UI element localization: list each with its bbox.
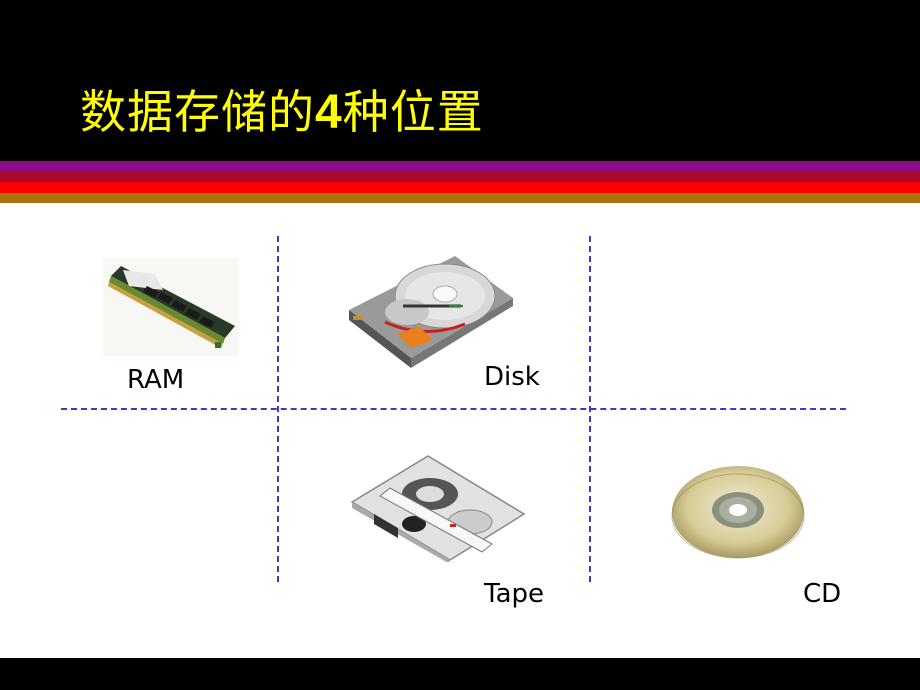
ram-module-icon — [103, 258, 239, 356]
slide-footer — [0, 658, 920, 690]
tape-label: Tape — [484, 579, 545, 609]
title-suffix: 种位置 — [342, 85, 484, 139]
ram-label: RAM — [127, 365, 185, 395]
hard-disk-icon — [349, 256, 513, 368]
stripe-purple — [0, 161, 920, 172]
tape-cartridge-icon — [350, 455, 526, 562]
stripe-dark-red — [0, 172, 920, 182]
disk-label: Disk — [484, 362, 540, 392]
cd-label: CD — [803, 579, 842, 609]
cd-disc-icon — [671, 466, 805, 559]
title-number: 4 — [315, 86, 343, 139]
title-prefix: 数据存储的 — [80, 85, 315, 139]
slide-header: 数据存储的4种位置 — [0, 0, 920, 161]
divider-horizontal — [61, 408, 846, 410]
slide-title: 数据存储的4种位置 — [80, 82, 484, 143]
stripe-gold — [0, 193, 920, 203]
stripe-red — [0, 182, 920, 193]
